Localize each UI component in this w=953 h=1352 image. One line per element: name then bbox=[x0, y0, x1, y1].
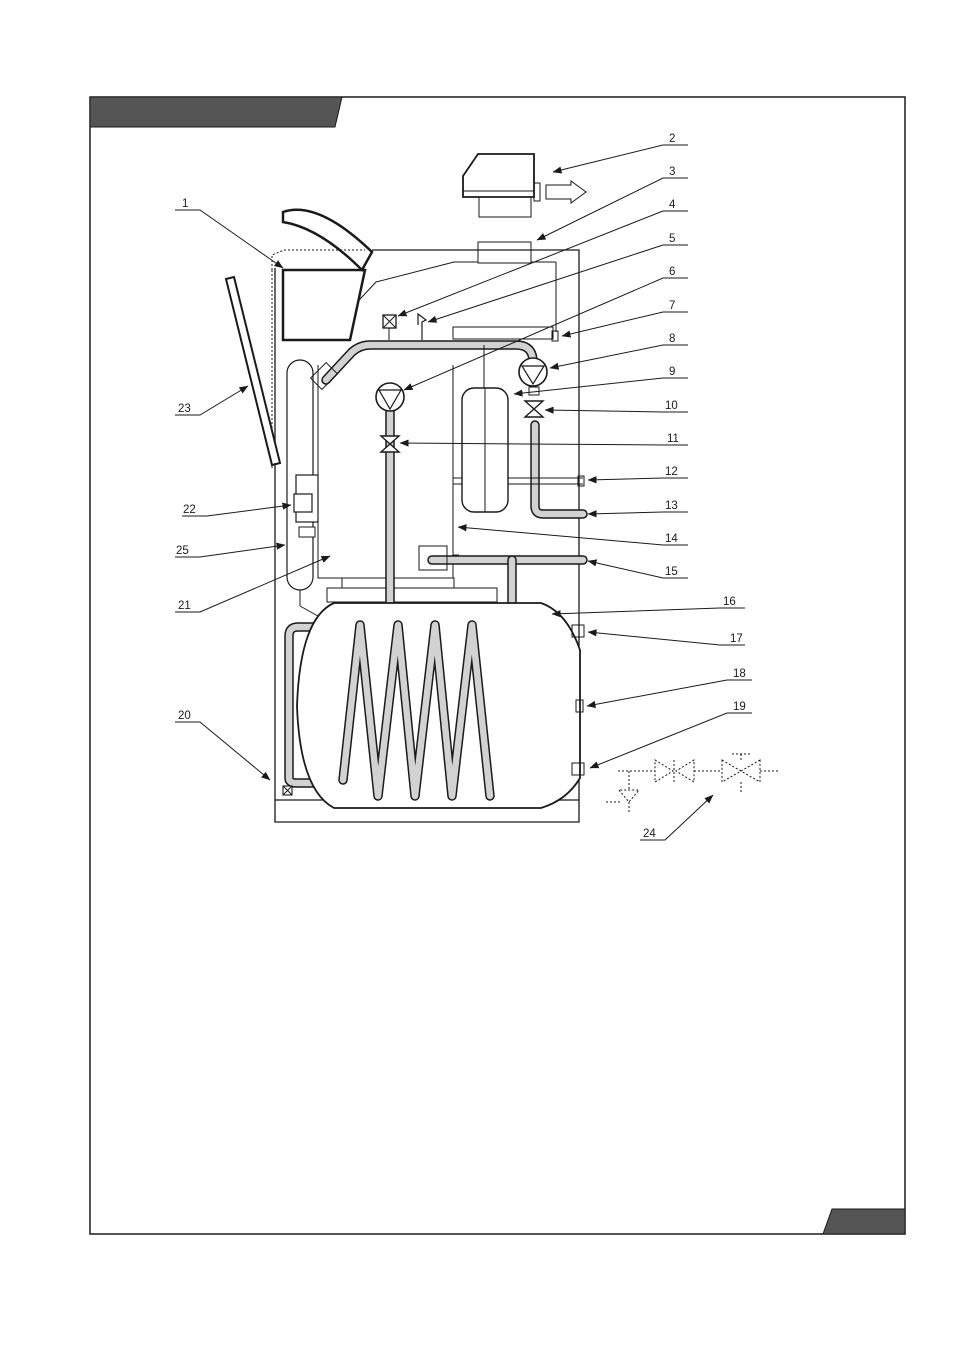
flue-terminal bbox=[463, 154, 586, 217]
callout-6: 6 bbox=[669, 266, 675, 278]
callout-12: 12 bbox=[665, 466, 678, 478]
callout-25: 25 bbox=[176, 545, 189, 557]
footer-tab bbox=[823, 1209, 905, 1234]
dhw-storage-tank bbox=[297, 603, 584, 808]
callout-1: 1 bbox=[182, 198, 188, 210]
drain-cock bbox=[283, 786, 292, 795]
header-tab bbox=[90, 97, 342, 127]
safety-valve-group bbox=[606, 754, 780, 812]
callout-10: 10 bbox=[665, 400, 678, 412]
callout-3: 3 bbox=[669, 166, 675, 178]
callout-2: 2 bbox=[669, 133, 675, 145]
callout-17: 17 bbox=[730, 633, 743, 645]
dhw-pump bbox=[519, 358, 547, 386]
callout-11: 11 bbox=[667, 433, 679, 445]
callout-19: 19 bbox=[733, 701, 746, 713]
callout-8: 8 bbox=[669, 333, 675, 345]
air-vent bbox=[383, 315, 396, 340]
callout-15: 15 bbox=[665, 566, 678, 578]
boiler-pump bbox=[376, 383, 404, 411]
auto-air-vent bbox=[418, 314, 426, 340]
callout-14: 14 bbox=[665, 533, 678, 545]
callout-9: 9 bbox=[669, 366, 675, 378]
callout-13: 13 bbox=[665, 500, 678, 512]
callout-16: 16 bbox=[723, 596, 736, 608]
callout-7: 7 bbox=[669, 300, 675, 312]
fan-box bbox=[478, 242, 531, 263]
callout-18: 18 bbox=[733, 668, 746, 680]
check-valve bbox=[525, 401, 543, 417]
callout-22: 22 bbox=[183, 504, 196, 516]
callout-5: 5 bbox=[669, 233, 675, 245]
callout-4: 4 bbox=[669, 199, 676, 211]
callout-20: 20 bbox=[178, 710, 191, 722]
callout-24: 24 bbox=[643, 828, 656, 840]
callout-23: 23 bbox=[178, 403, 191, 415]
ball-valve bbox=[381, 436, 399, 452]
callout-21: 21 bbox=[178, 600, 191, 612]
